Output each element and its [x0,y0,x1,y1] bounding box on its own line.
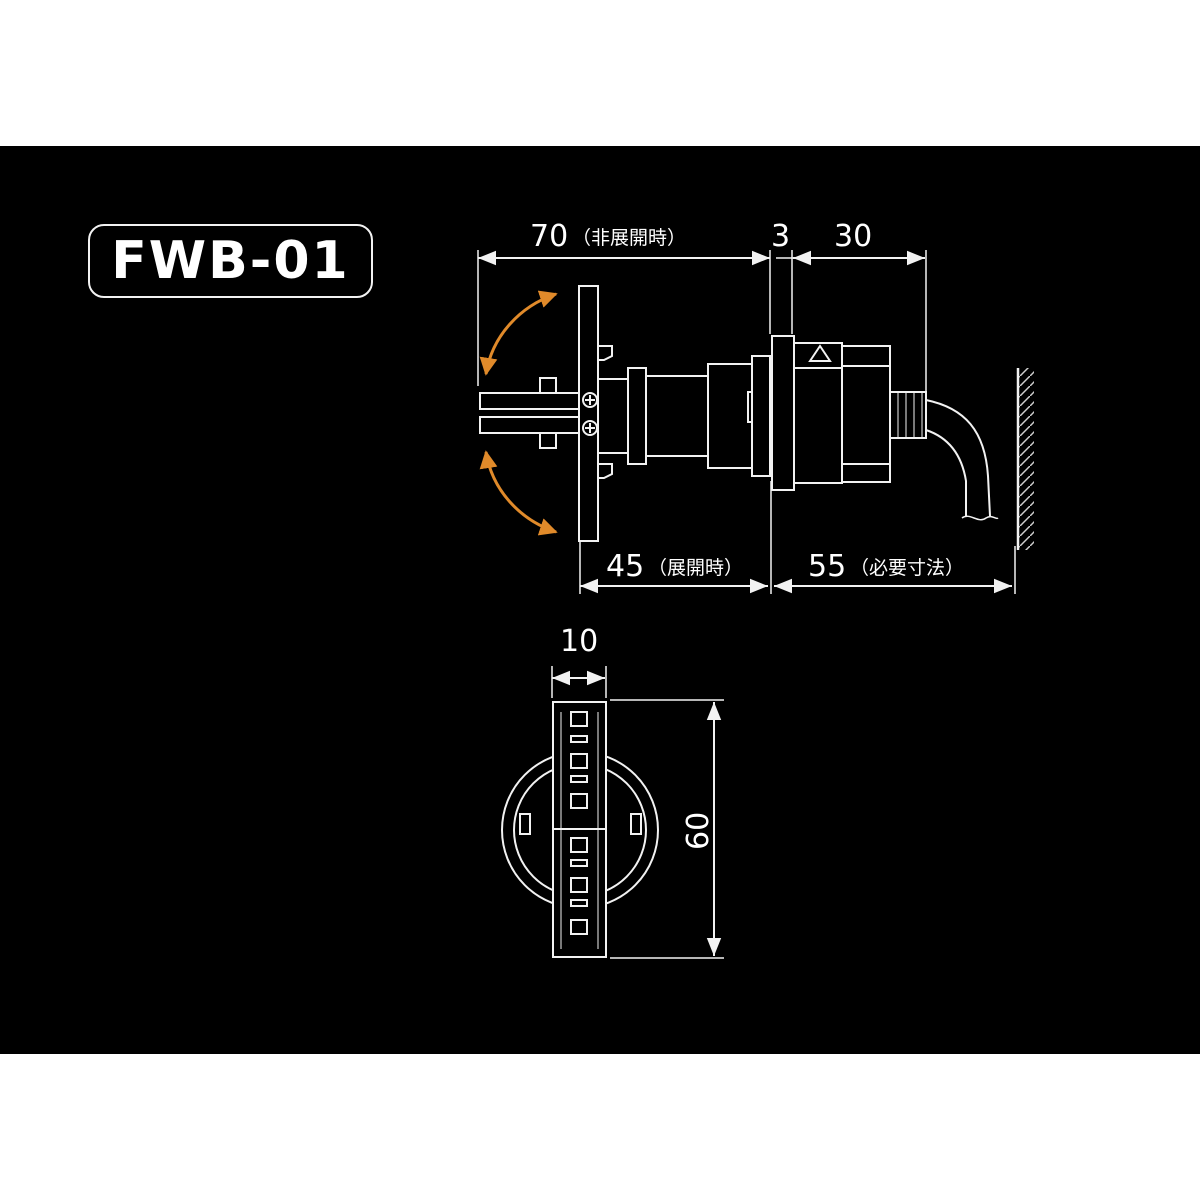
arm-upper [479,392,580,410]
dim-45-value: 45 [606,549,644,584]
lock-nut [841,345,891,483]
dim-10-value: 10 [560,624,598,659]
dim-30-value: 30 [834,219,872,254]
drawing-panel: FWB-01 [0,146,1200,1054]
shaft-collar [627,367,647,465]
rotation-arrows [479,290,558,536]
model-badge: FWB-01 [88,224,373,298]
rotation-arrow-lower [479,450,558,536]
dim-55-note: （必要寸法） [850,557,964,579]
dim-45-note: （展開時） [648,557,743,579]
front-view [501,666,724,959]
mount-plate [578,285,599,542]
technical-drawing: 70 （非展開時） 3 30 45 （展開時） 55 （必要寸法） [477,219,1034,959]
wall-hatch [1018,368,1034,550]
connector-body [707,363,753,469]
nut-body [793,342,843,484]
flange [771,335,795,491]
cable [925,399,991,517]
model-name: FWB-01 [111,231,350,291]
dim-70-note: （非展開時） [572,227,686,249]
dim-55-value: 55 [808,549,846,584]
grommet [889,391,927,439]
dim-70-value: 70 [530,219,568,254]
arm-lower [479,416,580,434]
rotation-arrow-upper [479,290,558,376]
dim-3-value: 3 [771,219,790,254]
side-view [477,250,1034,594]
dim-60-value: 60 [681,812,716,850]
shaft-body [645,375,709,457]
